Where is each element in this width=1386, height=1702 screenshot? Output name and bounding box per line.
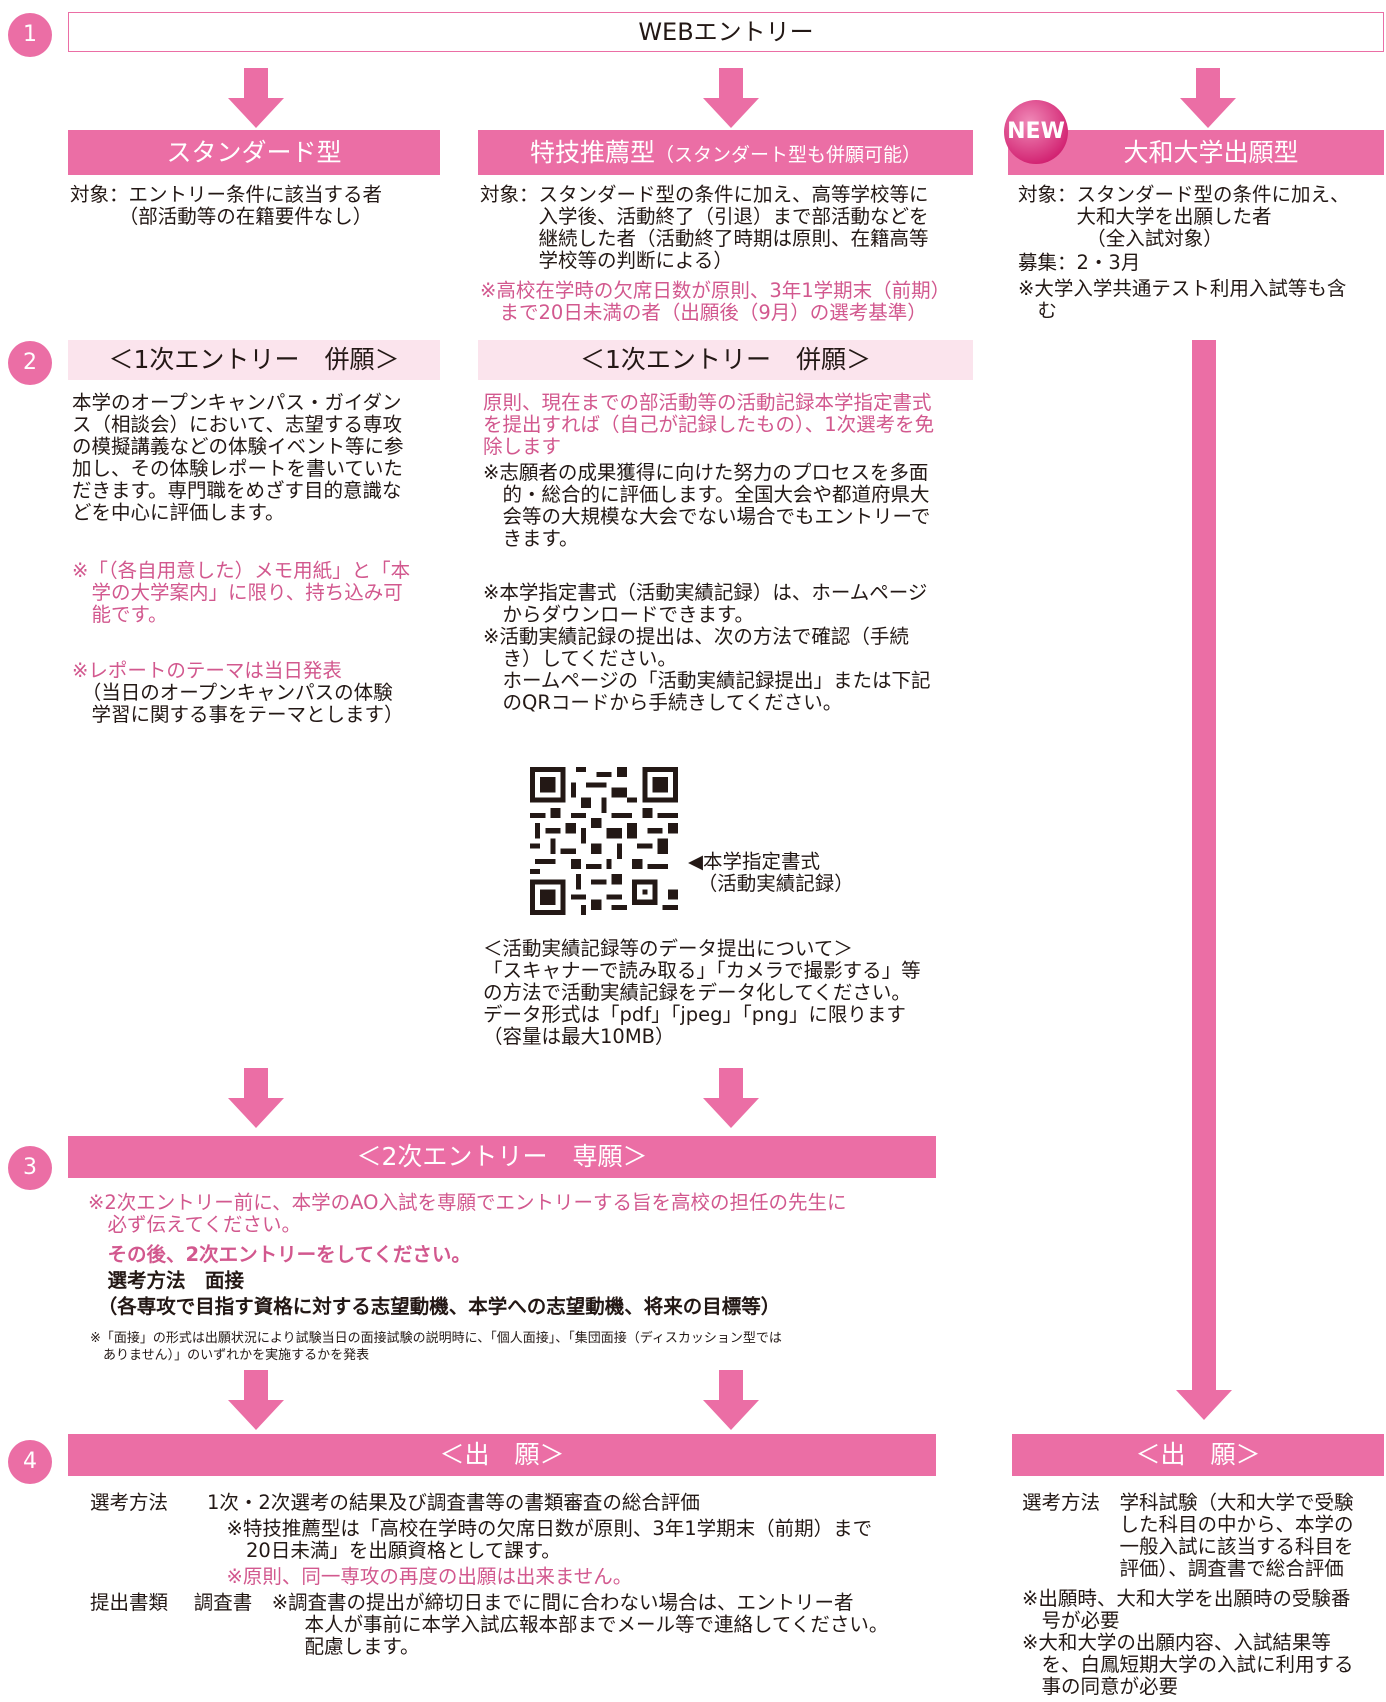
special-skill-target: 対象：スタンダード型の条件に加え、高等学校等に 入学後、活動終了（引退）まで部活… bbox=[480, 183, 929, 272]
application-title: ＜出 願＞ bbox=[68, 1434, 936, 1476]
step-number-3: 3 bbox=[8, 1146, 52, 1190]
special-skill-body-1: ※志願者の成果獲得に向けた努力のプロセスを多面 的・総合的に評価します。全国大会… bbox=[483, 461, 931, 550]
application-documents: 提出書類 調査書 ※調査書の提出が締切日までに間に合わない場合は、エントリー者 … bbox=[90, 1591, 889, 1658]
arrow-down-icon bbox=[703, 68, 759, 128]
standard-first-entry-title: ＜1次エントリー 併願＞ bbox=[68, 340, 440, 380]
standard-note-theme-detail: （当日のオープンキャンパスの体験 学習に関する事をテーマとします） bbox=[91, 681, 404, 726]
arrow-down-icon bbox=[228, 68, 284, 128]
yamato-target: 対象：スタンダード型の条件に加え、 大和大学を出願した者 （全入試対象） bbox=[1018, 183, 1350, 250]
new-badge-label: NEW bbox=[1007, 119, 1065, 144]
web-entry-bar: WEBエントリー bbox=[68, 12, 1384, 52]
application-method-note-pink: ※原則、同一専攻の再度の出願は出来ません。 bbox=[90, 1565, 633, 1588]
standard-description: 本学のオープンキャンパス・ガイダン ス（相談会）において、志望する専攻 の模擬講… bbox=[72, 391, 404, 524]
long-arrow-head-icon bbox=[1176, 1390, 1232, 1420]
yamato-type-title: 大和大学出願型 bbox=[1008, 130, 1384, 175]
interview-format-note: ※「面接」の形式は出願状況により試験当日の面接試験の説明時に、「個人面接」、「集… bbox=[90, 1331, 782, 1363]
step-number-1: 1 bbox=[8, 13, 52, 57]
arrow-down-icon bbox=[703, 1068, 759, 1128]
step-number-2: 2 bbox=[8, 341, 52, 385]
special-skill-target-note: ※高校在学時の欠席日数が原則、3年1学期末（前期） まで20日未満の者（出願後（… bbox=[480, 279, 951, 324]
qr-code-image[interactable] bbox=[530, 767, 678, 915]
special-skill-body-2: ※本学指定書式（活動実績記録）は、ホームページ からダウンロードできます。 ※活… bbox=[483, 581, 931, 714]
second-entry-instruction: その後、2次エントリーをしてください。 bbox=[88, 1243, 471, 1266]
yamato-note: ※大学入学共通テスト利用入試等も含 む bbox=[1018, 277, 1347, 322]
special-skill-title-sub: （スタンダート型も併願可能） bbox=[655, 144, 922, 166]
yamato-type-label: 大和大学出願型 bbox=[1123, 138, 1299, 167]
second-entry-title: ＜2次エントリー 専願＞ bbox=[68, 1136, 936, 1178]
yamato-recruit: 募集：2・3月 bbox=[1018, 251, 1141, 274]
standard-type-title: スタンダード型 bbox=[68, 130, 440, 175]
yamato-application-title: ＜出 願＞ bbox=[1012, 1434, 1384, 1476]
data-submission-note: ＜活動実績記録等のデータ提出について＞ 「スキャナーで読み取る」「カメラで撮影す… bbox=[483, 937, 921, 1048]
second-entry-method-detail: （各専攻で目指す資格に対する志望動機、本学への志望動機、将来の目標等） bbox=[88, 1295, 781, 1318]
standard-note-theme: ※レポートのテーマは当日発表 bbox=[72, 659, 342, 682]
special-skill-title-main: 特技推薦型 bbox=[529, 138, 655, 167]
arrow-down-icon bbox=[228, 1068, 284, 1128]
special-skill-type-title: 特技推薦型（スタンダート型も併願可能） bbox=[478, 130, 973, 175]
special-skill-first-entry-title: ＜1次エントリー 併願＞ bbox=[478, 340, 973, 380]
arrow-down-icon bbox=[1180, 68, 1236, 128]
standard-target: 対象：エントリー条件に該当する者 （部活動等の在籍要件なし） bbox=[70, 183, 383, 228]
long-arrow-shaft bbox=[1192, 340, 1216, 1390]
web-entry-label: WEBエントリー bbox=[638, 18, 814, 46]
application-method: 選考方法 1次・2次選考の結果及び調査書等の書類審査の総合評価 bbox=[90, 1491, 700, 1514]
yamato-application-method: 選考方法 学科試験（大和大学で受験 した科目の中から、本学の 一般入試に該当する… bbox=[1022, 1491, 1354, 1580]
standard-note-memo: ※「（各自用意した）メモ用紙」と「本 学の大学案内」に限り、持ち込み可 能です。 bbox=[72, 559, 411, 626]
qr-label: ◀本学指定書式 （活動実績記録） bbox=[688, 850, 854, 895]
special-skill-lead: 原則、現在までの部活動等の活動記録本学指定書式 を提出すれば（自己が記録したもの… bbox=[483, 391, 935, 458]
arrow-down-icon bbox=[703, 1370, 759, 1430]
second-entry-method: 選考方法 面接 bbox=[88, 1269, 245, 1292]
yamato-application-notes: ※出願時、大和大学を出願時の受験番 号が必要 ※大和大学の出願内容、入試結果等 … bbox=[1022, 1587, 1354, 1698]
arrow-down-icon bbox=[228, 1370, 284, 1430]
second-entry-notice: ※2次エントリー前に、本学のAO入試を専願でエントリーする旨を高校の担任の先生に… bbox=[88, 1191, 847, 1236]
application-method-note: ※特技推薦型は「高校在学時の欠席日数が原則、3年1学期末（前期）まで 20日未満… bbox=[226, 1517, 873, 1562]
new-badge: NEW bbox=[1004, 100, 1068, 164]
step-number-4: 4 bbox=[8, 1440, 52, 1484]
